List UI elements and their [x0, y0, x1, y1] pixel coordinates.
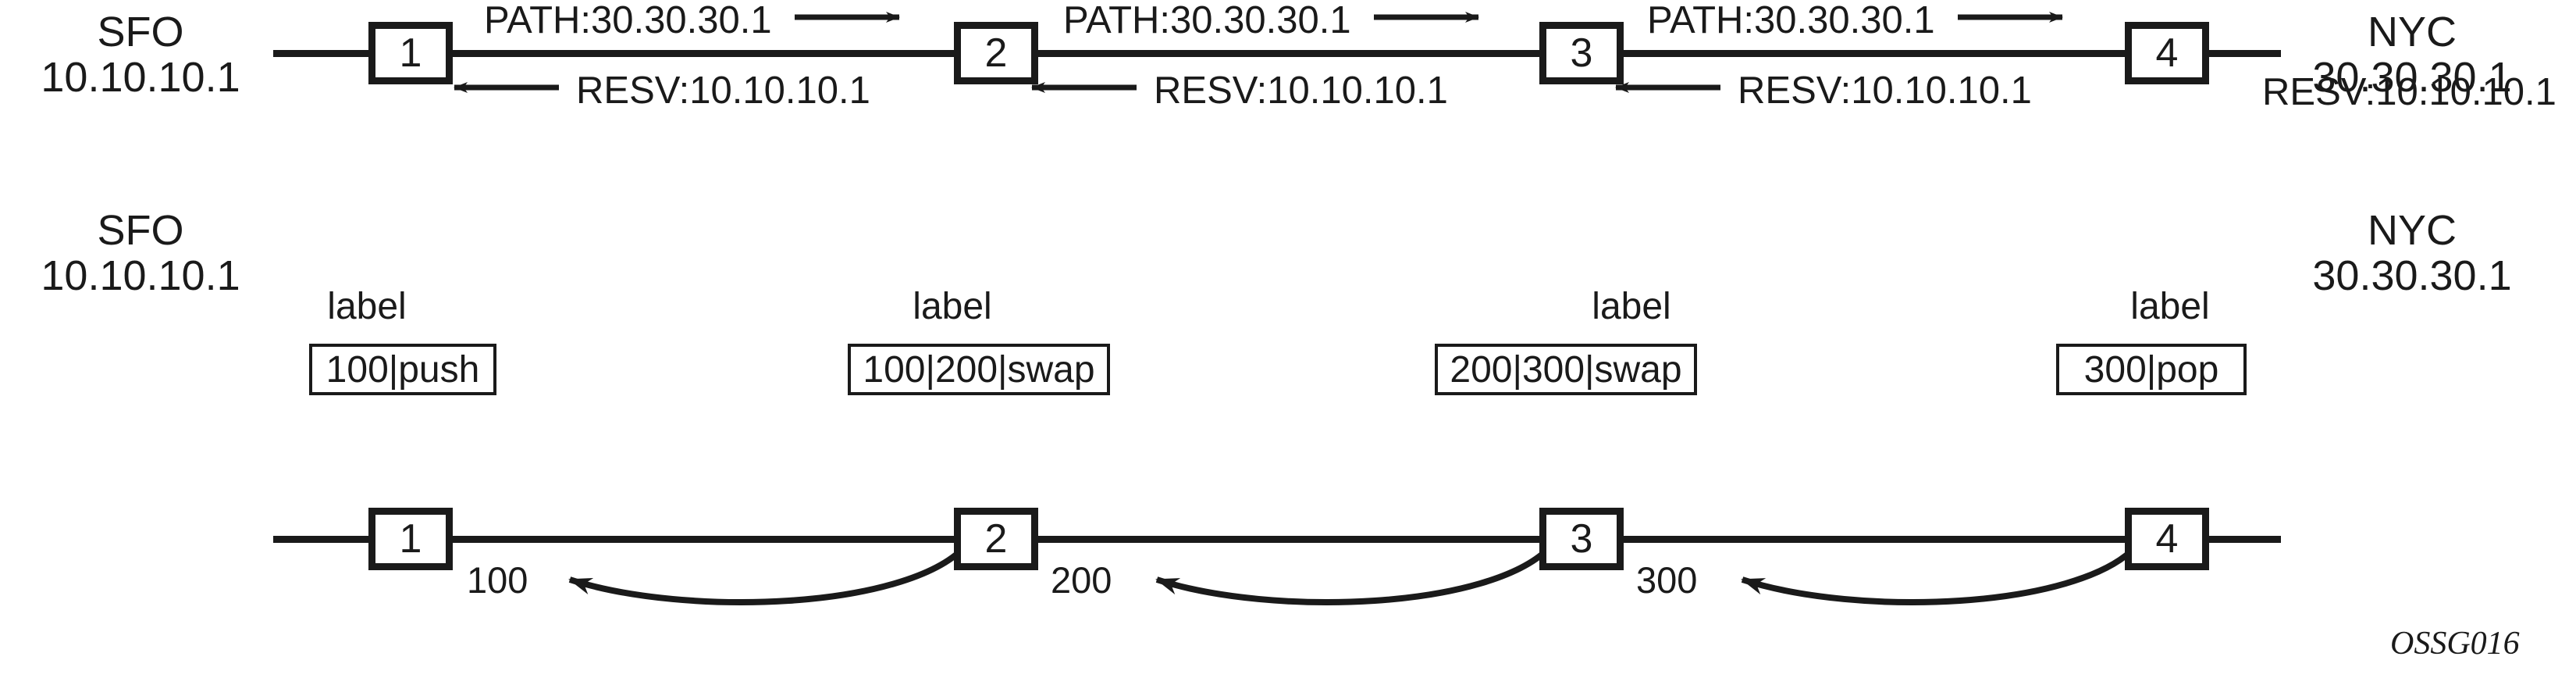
top-right-endpoint-site: NYC [2367, 9, 2457, 55]
label-op-box-3[interactable]: 200|300|swap [1435, 344, 1697, 395]
top-left-endpoint: SFO 10.10.10.1 [23, 9, 258, 100]
label-caption-2: label [913, 286, 992, 327]
resv-message-3: RESV:10.10.10.1 [1738, 70, 2032, 112]
bottom-node-3-id: 3 [1570, 516, 1593, 562]
top-link-2-3 [1035, 50, 1542, 57]
advertised-label-200: 200 [1051, 559, 1112, 601]
top-right-resv-note: RESV:10.10.10.1 [2262, 71, 2556, 113]
top-node-4-id: 4 [2155, 30, 2179, 76]
bottom-right-endpoint-address: 30.30.30.1 [2312, 252, 2512, 299]
bottom-right-endpoint-site: NYC [2367, 207, 2457, 254]
bottom-node-2-id: 2 [984, 516, 1008, 562]
label-advert-curve-3-icon [1741, 544, 2138, 605]
top-node-3[interactable]: 3 [1539, 22, 1624, 84]
top-right-endpoint: NYC 30.30.30.1 [2264, 9, 2560, 100]
bottom-link-2-3 [1035, 536, 1542, 543]
path-message-2: PATH:30.30.30.1 [1063, 0, 1351, 41]
label-caption-3: label [1592, 286, 1671, 327]
label-advert-curve-2-icon [1155, 544, 1553, 605]
bottom-node-2[interactable]: 2 [954, 508, 1038, 570]
bottom-node-1[interactable]: 1 [368, 508, 453, 570]
bottom-left-endpoint: SFO 10.10.10.1 [23, 208, 258, 298]
bottom-link-1-2 [450, 536, 957, 543]
top-node-2[interactable]: 2 [954, 22, 1038, 84]
top-node-2-id: 2 [984, 30, 1008, 76]
top-node-1[interactable]: 1 [368, 22, 453, 84]
top-link-3-4 [1621, 50, 2128, 57]
bottom-link-3-4 [1621, 536, 2128, 543]
label-op-text-2: 100|200|swap [863, 348, 1095, 391]
path-message-3: PATH:30.30.30.1 [1647, 0, 1935, 41]
bottom-link-stub-left [273, 536, 372, 543]
label-advert-curve-1-icon [568, 544, 967, 605]
bottom-left-endpoint-site: SFO [97, 207, 184, 254]
bottom-link-stub-right [2206, 536, 2281, 543]
label-caption-1: label [327, 286, 407, 327]
top-node-1-id: 1 [399, 30, 422, 76]
top-right-endpoint-address: 30.30.30.1 [2312, 54, 2512, 101]
bottom-node-4-id: 4 [2155, 516, 2179, 562]
label-caption-4: label [2130, 286, 2210, 327]
label-op-text-4: 300|pop [2083, 348, 2219, 391]
top-left-endpoint-address: 10.10.10.1 [41, 54, 240, 101]
resv-message-1: RESV:10.10.10.1 [576, 70, 870, 112]
top-left-endpoint-site: SFO [97, 9, 184, 55]
resv-message-2: RESV:10.10.10.1 [1154, 70, 1448, 112]
label-op-text-1: 100|push [326, 348, 480, 391]
bottom-left-endpoint-address: 10.10.10.1 [41, 252, 240, 299]
top-link-1-2 [450, 50, 957, 57]
bottom-node-1-id: 1 [399, 516, 422, 562]
top-link-stub-right [2206, 50, 2281, 57]
label-op-box-4[interactable]: 300|pop [2056, 344, 2247, 395]
advertised-label-300: 300 [1636, 559, 1698, 601]
advertised-label-100: 100 [467, 559, 528, 601]
bottom-right-endpoint: NYC 30.30.30.1 [2264, 208, 2560, 298]
top-link-stub-left [273, 50, 372, 57]
path-message-1: PATH:30.30.30.1 [484, 0, 772, 41]
figure-id: OSSG016 [2390, 626, 2520, 662]
top-node-4[interactable]: 4 [2125, 22, 2209, 84]
top-node-3-id: 3 [1570, 30, 1593, 76]
label-op-text-3: 200|300|swap [1450, 348, 1682, 391]
bottom-node-4[interactable]: 4 [2125, 508, 2209, 570]
label-op-box-2[interactable]: 100|200|swap [848, 344, 1110, 395]
label-op-box-1[interactable]: 100|push [309, 344, 496, 395]
bottom-node-3[interactable]: 3 [1539, 508, 1624, 570]
